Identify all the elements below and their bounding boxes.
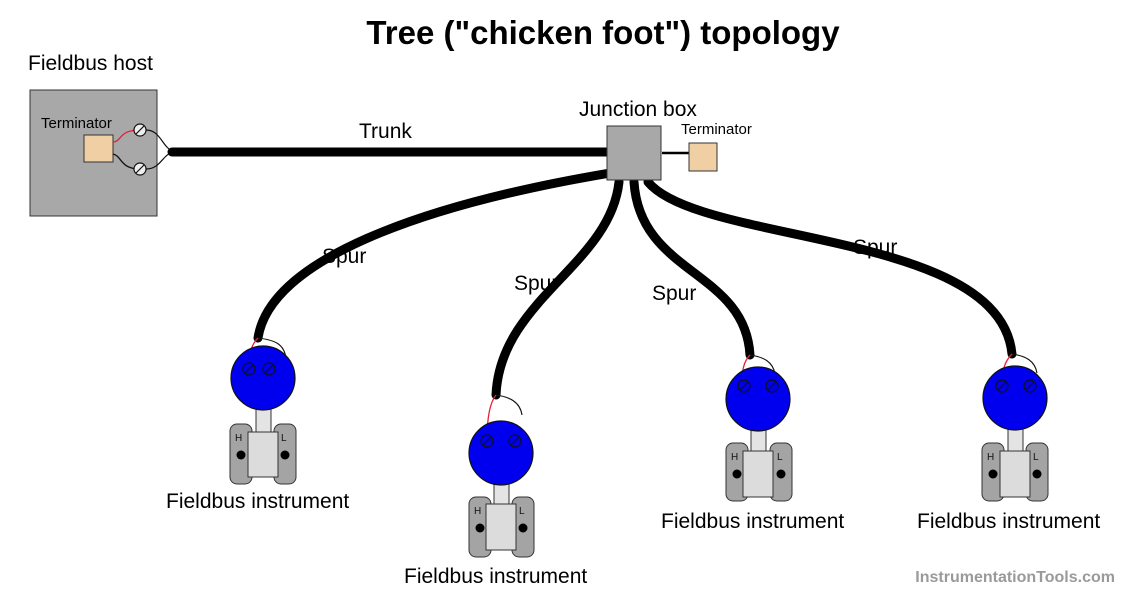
instrument-4-low-label: L: [1033, 452, 1039, 463]
fieldbus-instrument-4: H L Fieldbus instrument: [917, 353, 1100, 533]
fieldbus-instrument-1: H L Fieldbus instrument: [166, 337, 349, 513]
instrument-1-high-label: H: [235, 433, 242, 444]
junction-box: Junction box Terminator: [579, 98, 752, 181]
fieldbus-instrument-3: H L Fieldbus instrument: [661, 354, 844, 533]
instrument-4-screw-right: [1023, 379, 1037, 393]
instrument-4-low-port: [1032, 469, 1042, 479]
instrument-3-head: [725, 366, 791, 432]
watermark: InstrumentationTools.com: [915, 569, 1115, 586]
instrument-3-sensor-body: [742, 450, 774, 498]
instrument-3-high-label: H: [731, 452, 738, 463]
instrument-1-high-port: [236, 450, 246, 460]
instrument-2-wire-black: [495, 394, 523, 416]
junction-box-label: Junction box: [579, 98, 697, 121]
instrument-2-sensor-body: [485, 503, 517, 551]
junction-terminator-label: Terminator: [681, 121, 752, 138]
instrument-2-low-label: L: [519, 506, 525, 517]
instrument-4-high-port: [988, 469, 998, 479]
spur-label-3: Spur: [652, 282, 696, 305]
instrument-1-low-port: [280, 450, 290, 460]
instrument-1-screw-right: [262, 362, 276, 376]
instrument-2-screw-right: [508, 434, 522, 448]
host-screw-terminal-bottom: [133, 162, 147, 176]
instrument-4-wire-black: [1011, 353, 1038, 374]
instrument-4-label: Fieldbus instrument: [917, 510, 1100, 533]
instrument-3-low-port: [776, 469, 786, 479]
instrument-1-screw-left: [242, 362, 256, 376]
instrument-2-head: [468, 420, 534, 486]
junction-box-enclosure: [606, 125, 662, 181]
instrument-1-label: Fieldbus instrument: [166, 490, 349, 513]
junction-terminator: [688, 142, 718, 172]
instrument-4-neck: [1007, 427, 1024, 453]
trunk-label: Trunk: [359, 120, 412, 143]
instrument-1-head: [230, 345, 296, 411]
instrument-2-high-port: [475, 523, 485, 533]
instrument-4-high-label: H: [987, 452, 994, 463]
instrument-2-low-port: [518, 523, 528, 533]
instrument-2-high-label: H: [474, 506, 481, 517]
instrument-2-screw-left: [480, 434, 494, 448]
fieldbus-instrument-2: H L Fieldbus instrument: [404, 394, 587, 588]
instrument-3-screw-right: [765, 379, 779, 393]
instrument-4-head: [982, 365, 1048, 431]
instrument-3-high-port: [732, 469, 742, 479]
host-terminator: [83, 134, 114, 163]
instrument-3-screw-left: [737, 379, 751, 393]
instrument-4-screw-left: [995, 379, 1009, 393]
host-screw-terminal-top: [133, 123, 147, 137]
spur-label-1: Spur: [322, 245, 366, 268]
instrument-1-sensor-body: [247, 431, 279, 478]
instrument-3-label: Fieldbus instrument: [661, 510, 844, 533]
fieldbus-host: Fieldbus host Terminator: [28, 52, 173, 217]
spur-label-4: Spur: [853, 236, 897, 259]
instrument-3-neck: [750, 427, 767, 453]
spur-cable-3: [629, 177, 755, 360]
instrument-3-low-label: L: [777, 452, 783, 463]
spur-cable-1: [253, 168, 615, 343]
instrument-2-label: Fieldbus instrument: [404, 565, 587, 588]
spur-cable-2: [491, 177, 624, 400]
diagram-title: Tree ("chicken foot") topology: [366, 14, 840, 51]
instrument-4-sensor-body: [999, 450, 1031, 498]
host-terminator-label: Terminator: [41, 115, 112, 132]
spur-cable-4: [643, 177, 1017, 359]
fieldbus-host-label: Fieldbus host: [28, 52, 153, 75]
spur-label-2: Spur: [514, 272, 558, 295]
instrument-1-low-label: L: [281, 433, 287, 444]
instrument-1-neck: [255, 408, 272, 434]
